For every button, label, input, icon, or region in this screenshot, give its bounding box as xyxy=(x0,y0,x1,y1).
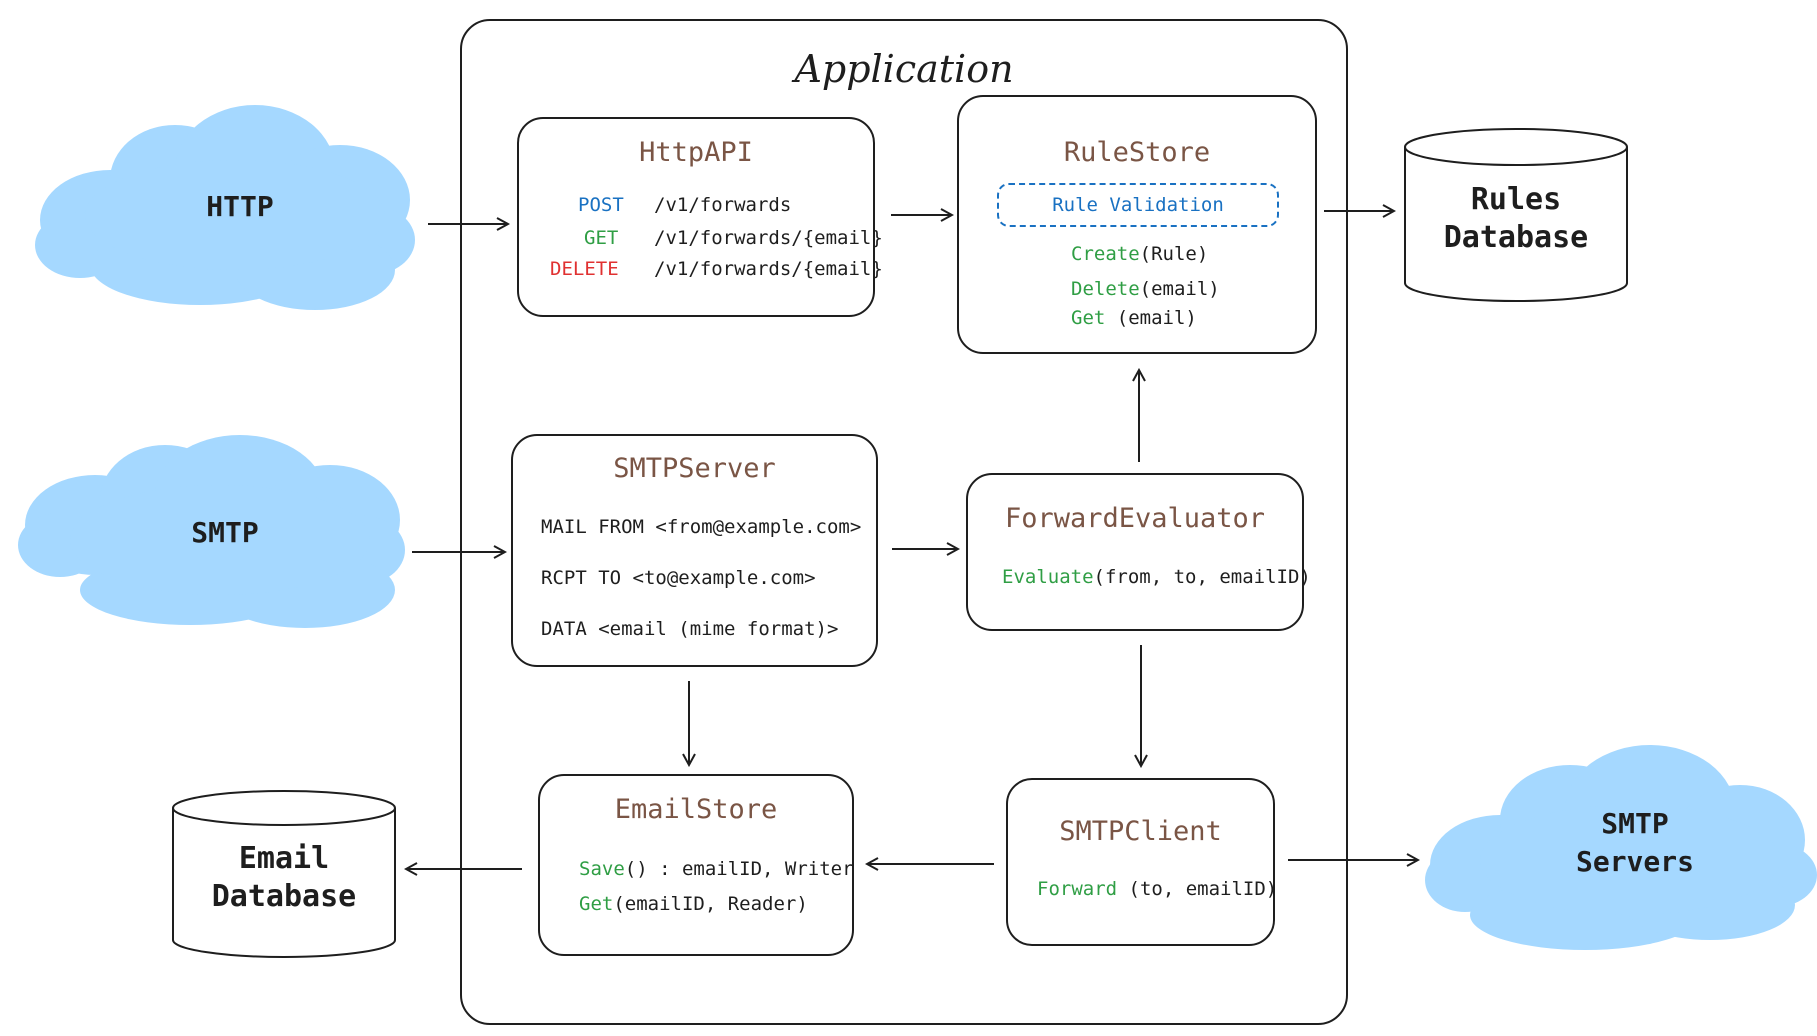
method-args: (email) xyxy=(1139,278,1220,300)
http-cloud-label: HTTP xyxy=(160,188,320,226)
method-name: Delete xyxy=(1071,278,1140,300)
route-path: /v1/forwards/{email} xyxy=(654,227,883,249)
rulestore-title: RuleStore xyxy=(1063,137,1211,168)
method-row: Save() : emailID, Writer xyxy=(579,858,854,880)
smtp-servers-label: SMTP Servers xyxy=(1550,805,1720,881)
method-row: Get(emailID, Reader) xyxy=(579,893,808,915)
method-row: Evaluate(from, to, emailID) xyxy=(1002,566,1311,588)
rulestore-component: RuleStore Rule Validation Create(Rule) D… xyxy=(957,95,1317,354)
smtpclient-component: SMTPClient Forward (to, emailID) xyxy=(1006,778,1277,946)
email-database-label: Email Database xyxy=(194,840,374,916)
route-method: DELETE xyxy=(550,258,619,280)
emailstore-title: EmailStore xyxy=(614,794,778,825)
method-name: Evaluate xyxy=(1002,566,1094,588)
smtp-cloud xyxy=(18,435,405,628)
email-database-label-line1: Email xyxy=(238,841,330,876)
email-database-cylinder xyxy=(172,790,396,958)
method-name: Forward xyxy=(1037,878,1118,900)
smtp-command: RCPT TO <to@example.com> xyxy=(541,567,816,589)
httpapi-title: HttpAPI xyxy=(639,137,753,168)
emailstore-component: EmailStore Save() : emailID, Writer Get(… xyxy=(538,774,854,956)
rules-database-label: Rules Database xyxy=(1426,181,1606,257)
http-cloud xyxy=(35,105,415,310)
smtpclient-title: SMTPClient xyxy=(1059,816,1222,847)
method-name: Save xyxy=(579,858,625,880)
route-method: GET xyxy=(584,227,619,249)
smtpserver-component: SMTPServer MAIL FROM <from@example.com> … xyxy=(511,434,878,667)
method-args: (email) xyxy=(1105,307,1197,329)
method-args: (Rule) xyxy=(1139,243,1209,265)
method-name: Get xyxy=(579,893,614,915)
httpapi-component: HttpAPI POST /v1/forwards GET /v1/forwar… xyxy=(517,117,883,317)
route-method: POST xyxy=(578,194,624,216)
smtp-servers-label-line2: Servers xyxy=(1575,845,1694,878)
method-name: Create xyxy=(1071,243,1140,265)
route-row: GET xyxy=(584,227,618,249)
forwardevaluator-title: ForwardEvaluator xyxy=(1004,503,1266,534)
route-row: DELETE xyxy=(550,258,619,280)
email-database-label-line2: Database xyxy=(211,879,357,914)
smtpserver-title: SMTPServer xyxy=(613,453,776,484)
method-name: Get xyxy=(1071,307,1106,329)
method-row: Delete(email) xyxy=(1071,278,1220,300)
method-row: Get (email) xyxy=(1071,307,1197,329)
rules-database-label-line2: Database xyxy=(1443,220,1589,255)
smtp-servers-cloud xyxy=(1425,745,1817,950)
rules-database-label-line1: Rules xyxy=(1470,182,1562,217)
smtp-command: DATA <email (mime format)> xyxy=(541,618,839,640)
method-args: (emailID, Reader) xyxy=(613,893,808,915)
rule-validation-label: Rule Validation xyxy=(1052,194,1224,216)
rule-validation-badge: Rule Validation xyxy=(997,183,1279,227)
smtp-servers-label-line1: SMTP xyxy=(1601,807,1669,840)
method-args: (from, to, emailID) xyxy=(1093,566,1311,588)
smtp-command: MAIL FROM <from@example.com> xyxy=(541,516,862,538)
route-row: POST xyxy=(578,194,624,216)
route-path: /v1/forwards/{email} xyxy=(654,258,883,280)
smtp-cloud-label: SMTP xyxy=(145,514,305,552)
application-title: Application xyxy=(794,47,1014,91)
route-path: /v1/forwards xyxy=(654,194,792,216)
http-label: HTTP xyxy=(206,190,274,223)
smtp-label: SMTP xyxy=(191,516,259,549)
forwardevaluator-component: ForwardEvaluator Evaluate(from, to, emai… xyxy=(966,473,1311,631)
rules-database-cylinder xyxy=(1404,128,1628,302)
method-row: Forward (to, emailID) xyxy=(1037,878,1277,900)
method-args: (to, emailID) xyxy=(1117,878,1278,900)
method-args: () : emailID, Writer xyxy=(624,858,854,880)
method-row: Create(Rule) xyxy=(1071,243,1208,265)
application-frame: Application xyxy=(460,19,1348,1025)
